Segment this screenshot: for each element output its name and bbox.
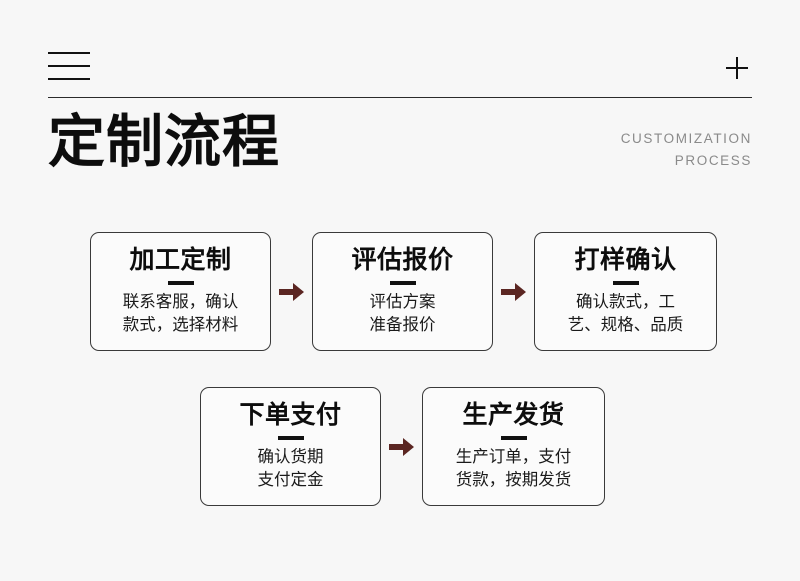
card-divider bbox=[167, 281, 194, 285]
card-description: 评估方案 准备报价 bbox=[370, 291, 436, 337]
flow-step-card[interactable]: 打样确认 确认款式，工 艺、规格、品质 bbox=[534, 232, 717, 351]
card-description-line: 货款，按期发货 bbox=[455, 471, 572, 489]
card-title: 打样确认 bbox=[574, 246, 677, 274]
card-description-line: 款式，选择材料 bbox=[122, 316, 239, 334]
card-description-line: 确认货期 bbox=[257, 448, 324, 466]
plus-icon[interactable] bbox=[726, 57, 748, 79]
title-block: 定制流程 CUSTOMIZATION PROCESS bbox=[48, 104, 752, 182]
card-description-line: 艺、规格、品质 bbox=[567, 316, 684, 334]
card-description-line: 支付定金 bbox=[257, 471, 324, 489]
card-title: 加工定制 bbox=[129, 246, 232, 274]
card-description-line: 评估方案 bbox=[369, 293, 436, 311]
card-description-line: 准备报价 bbox=[369, 316, 436, 334]
page-title: 定制流程 bbox=[48, 110, 280, 174]
card-description: 联系客服，确认 款式，选择材料 bbox=[123, 291, 239, 337]
card-description: 生产订单，支付 货款，按期发货 bbox=[456, 446, 572, 492]
card-divider bbox=[389, 281, 416, 285]
flow-step-card[interactable]: 评估报价 评估方案 准备报价 bbox=[312, 232, 493, 351]
flow-step-card[interactable]: 加工定制 联系客服，确认 款式，选择材料 bbox=[90, 232, 271, 351]
page-subtitle: CUSTOMIZATION PROCESS bbox=[621, 128, 752, 172]
hamburger-line bbox=[48, 65, 90, 67]
page-header bbox=[48, 44, 752, 98]
card-description-line: 联系客服，确认 bbox=[122, 293, 239, 311]
card-description: 确认款式，工 艺、规格、品质 bbox=[568, 291, 684, 337]
card-divider bbox=[500, 436, 527, 440]
hamburger-line bbox=[48, 52, 90, 54]
arrow-right-icon bbox=[271, 281, 312, 303]
card-description: 确认货期 支付定金 bbox=[258, 446, 324, 492]
card-title: 下单支付 bbox=[239, 401, 342, 429]
hamburger-menu-icon[interactable] bbox=[48, 52, 90, 82]
card-description-line: 生产订单，支付 bbox=[455, 448, 572, 466]
subtitle-line-1: CUSTOMIZATION bbox=[620, 131, 752, 146]
card-title: 评估报价 bbox=[351, 246, 454, 274]
flow-step-card[interactable]: 下单支付 确认货期 支付定金 bbox=[200, 387, 381, 506]
plus-vertical-stroke bbox=[736, 57, 738, 79]
arrow-right-icon bbox=[381, 436, 422, 458]
card-description-line: 确认款式，工 bbox=[576, 293, 675, 311]
card-divider bbox=[612, 281, 639, 285]
header-divider bbox=[48, 97, 752, 98]
flow-row-top: 加工定制 联系客服，确认 款式，选择材料 评估报价 评估方案 准备报价 bbox=[90, 232, 717, 351]
subtitle-line-2: PROCESS bbox=[674, 153, 752, 168]
arrow-right-icon bbox=[493, 281, 534, 303]
card-divider bbox=[277, 436, 304, 440]
flow-step-card[interactable]: 生产发货 生产订单，支付 货款，按期发货 bbox=[422, 387, 605, 506]
hamburger-line bbox=[48, 78, 90, 80]
card-title: 生产发货 bbox=[462, 401, 565, 429]
flow-row-bottom: 下单支付 确认货期 支付定金 生产发货 生产订单，支付 货款，按期发货 bbox=[200, 387, 605, 506]
